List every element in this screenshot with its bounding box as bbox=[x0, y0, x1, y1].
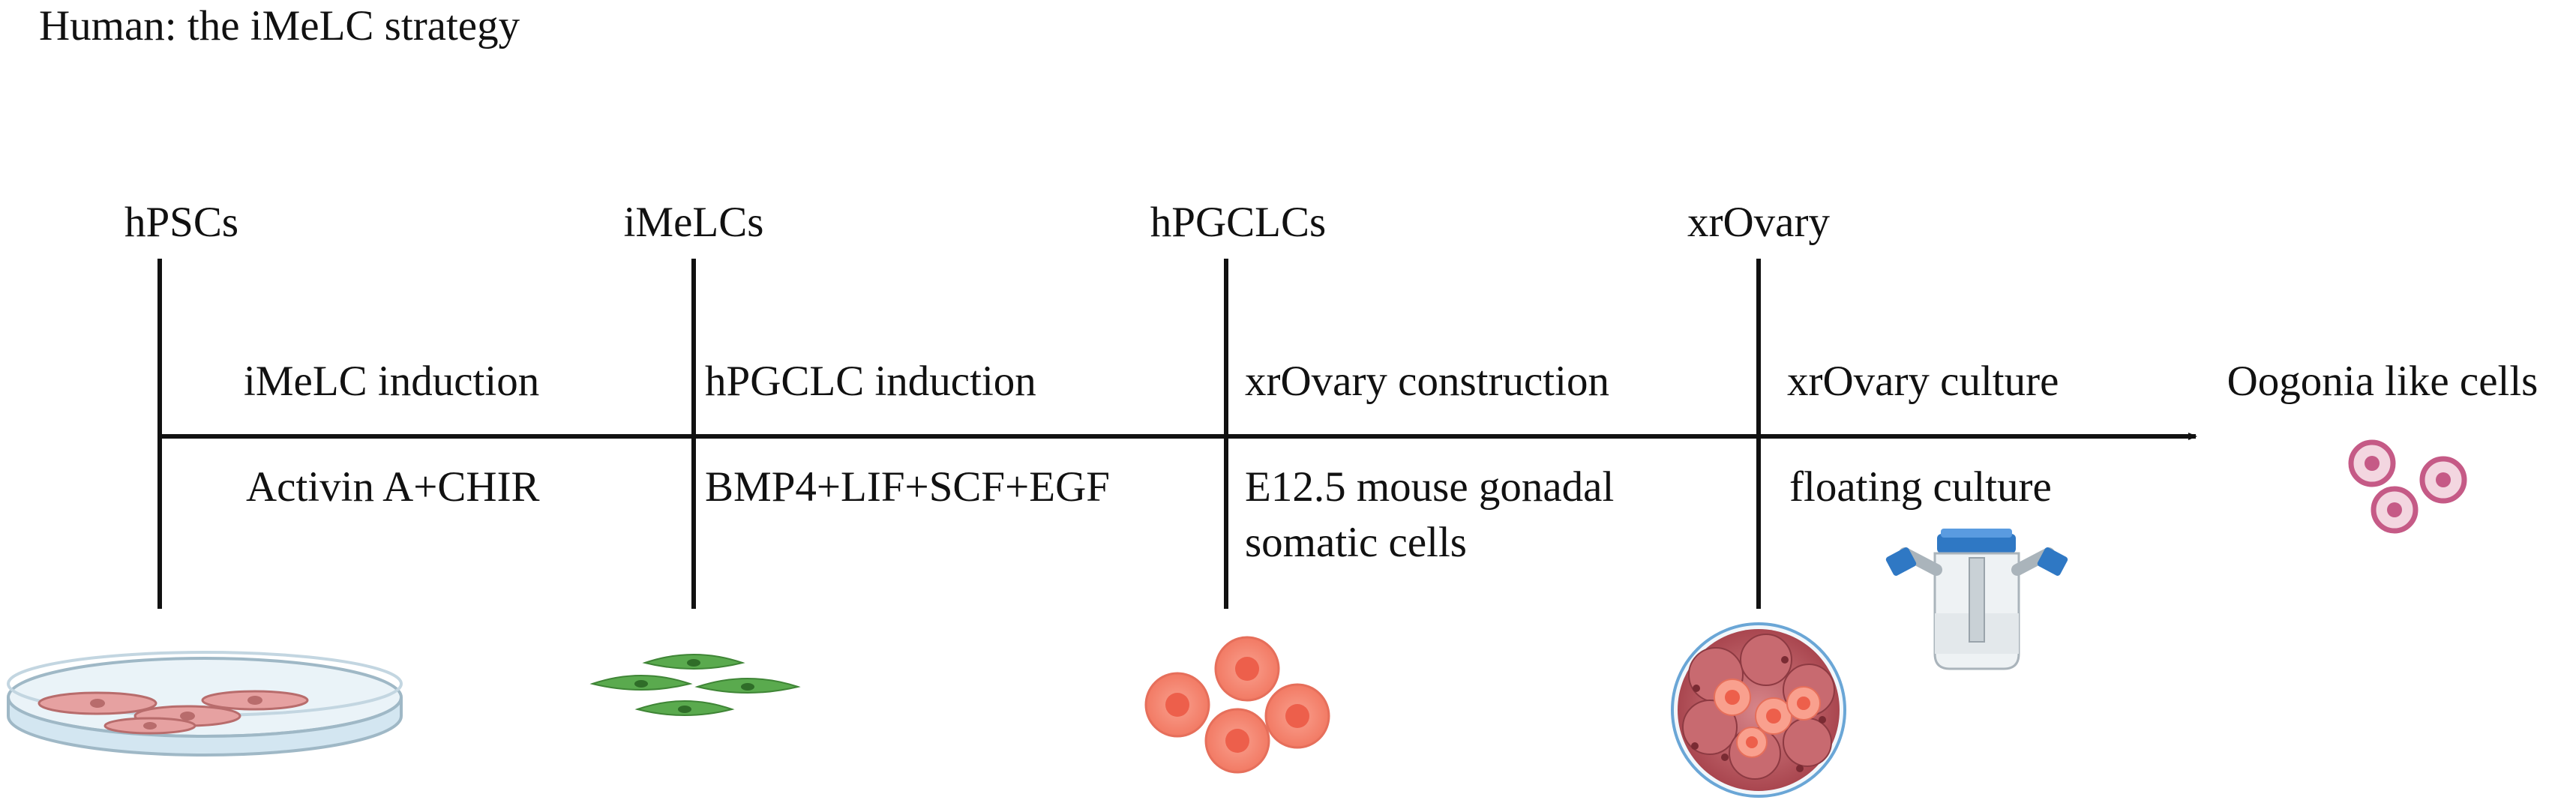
step-condition-gonadal-line2: somatic cells bbox=[1245, 519, 1467, 566]
step-name-xrovary-culture: xrOvary culture bbox=[1787, 358, 2059, 405]
stage-label-hpscs: hPSCs bbox=[124, 199, 238, 246]
step-name-hpgclc-induction: hPGCLC induction bbox=[705, 358, 1036, 405]
endpoint-label: Oogonia like cells bbox=[2227, 358, 2539, 405]
step-condition-floating-culture: floating culture bbox=[1789, 463, 2052, 511]
cell-aggregate-icon bbox=[1671, 622, 1846, 798]
mesenchymal-cells-icon bbox=[589, 654, 801, 716]
step-name-xrovary-construction: xrOvary construction bbox=[1245, 358, 1609, 405]
step-condition-gonadal-line1: E12.5 mouse gonadal bbox=[1245, 463, 1614, 511]
oogonia-cells-icon bbox=[2348, 439, 2467, 534]
step-condition-bmp4-lif-scf-egf: BMP4+LIF+SCF+EGF bbox=[705, 463, 1110, 511]
stage-label-xrovary: xrOvary bbox=[1687, 199, 1830, 246]
step-condition-activin-chir: Activin A+CHIR bbox=[246, 463, 540, 511]
culture-flask-icon bbox=[1885, 529, 2068, 670]
step-name-imelc-induction: iMeLC induction bbox=[244, 358, 539, 405]
stage-label-imelcs: iMeLCs bbox=[624, 199, 764, 246]
stage-label-hpgclcs: hPGCLCs bbox=[1150, 199, 1326, 246]
round-cells-icon bbox=[1144, 636, 1330, 774]
diagram-title: Human: the iMeLC strategy bbox=[39, 2, 520, 49]
petri-dish-icon bbox=[7, 651, 403, 757]
